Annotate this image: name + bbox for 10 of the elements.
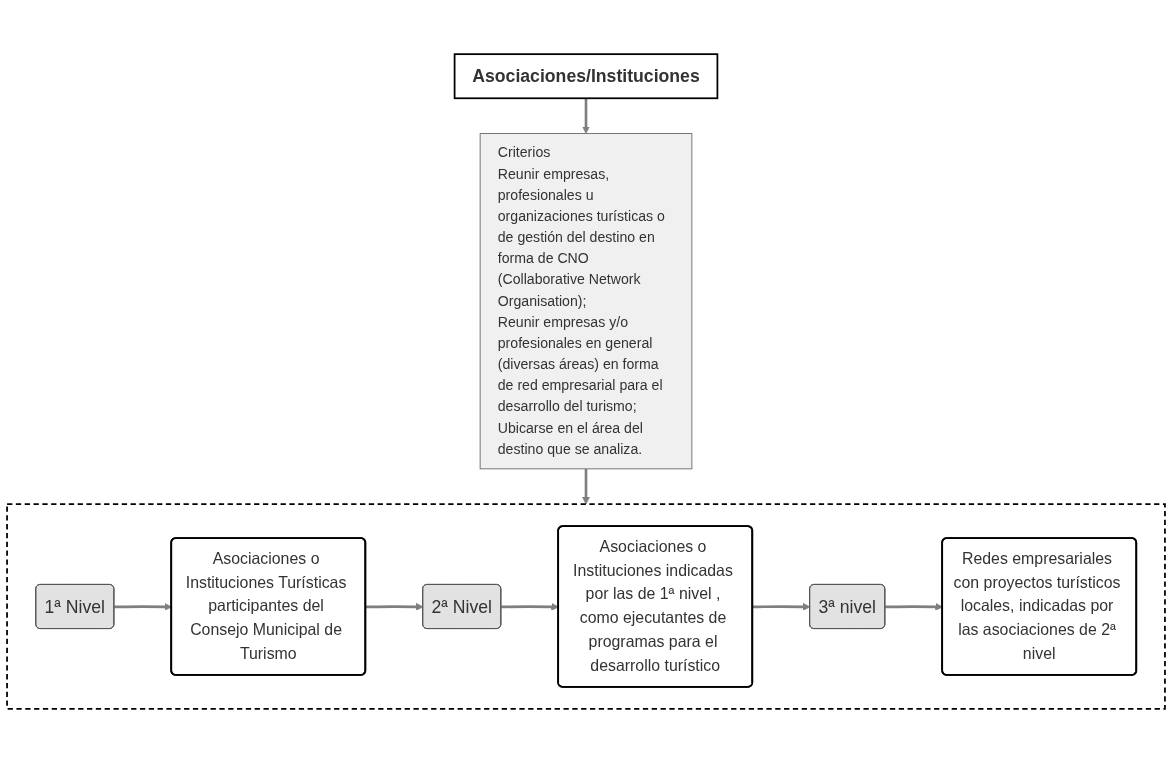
node-box: Asociaciones/Instituciones [453,53,719,100]
arrow [501,602,559,611]
arrow [752,602,811,611]
arrow [582,468,590,505]
arrow [885,602,943,611]
node-box: Criterios Reunir empresas, profesionales u organizaciones turísticas o de gestión del destino en forma de CNO (Collaborative Network Organisation); Reunir empresas y/o profesionales en general (diversas áreas) en forma de red empresarial para el desarrollo del turismo; Ubicarse en el área del destino que se analiza. [479,133,693,470]
cluster [6,503,1166,710]
arrow [582,98,590,134]
arrow [114,602,172,611]
arrow [365,602,424,611]
